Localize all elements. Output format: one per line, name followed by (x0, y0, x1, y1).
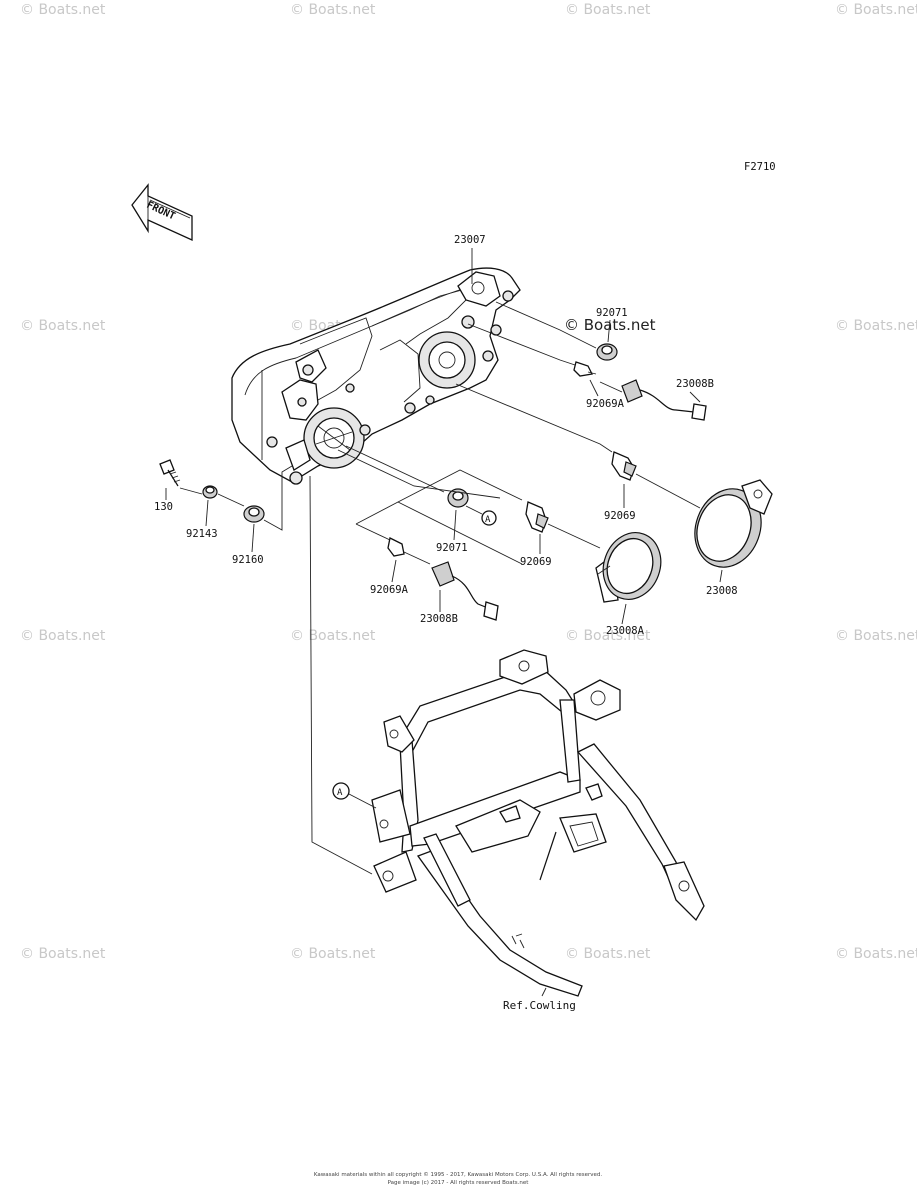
footer-page-credit: Page image (c) 2017 - All rights reserve… (388, 1180, 530, 1186)
part-23008B-right: 23008B (599, 378, 714, 421)
part-92069A-right: 92069A (467, 323, 625, 410)
label-92071: 92071 (436, 542, 468, 554)
watermark-overlay: © Boats.net (564, 316, 656, 334)
label-130: 130 (154, 501, 173, 513)
headlight-bracket (371, 649, 705, 997)
label-92160: 92160 (232, 554, 264, 566)
part-92143-collar: 92143 (186, 485, 245, 540)
ref-cowling-leader (541, 987, 547, 997)
callout-A-bottom: A (337, 788, 343, 798)
callout-A-bracket: A (332, 782, 377, 809)
label-92069A-right: 92069A (586, 398, 625, 410)
part-92071-top: 92071 (495, 301, 628, 361)
label-23008A: 23008A (606, 625, 645, 637)
label-92143: 92143 (186, 528, 218, 540)
watermark: © Boats.net (835, 628, 917, 644)
headlight-assembly (231, 267, 521, 485)
watermark: © Boats.net (20, 628, 106, 644)
watermark: © Boats.net (565, 628, 651, 644)
watermark: © Boats.net (835, 318, 917, 334)
part-23008B-left: 23008B (420, 561, 499, 625)
label-92069-left: 92069 (520, 556, 552, 568)
watermark: © Boats.net (290, 2, 376, 18)
figure-code: F2710 (744, 161, 776, 173)
watermark: © Boats.net (565, 946, 651, 962)
watermark: © Boats.net (290, 946, 376, 962)
label-92071-top: 92071 (596, 307, 628, 319)
label-92069-right: 92069 (604, 510, 636, 522)
watermark: © Boats.net (20, 946, 106, 962)
label-23007: 23007 (454, 234, 486, 246)
front-direction-arrow: FRONT (131, 183, 193, 242)
part-92069-left: 92069 (520, 501, 601, 568)
watermark: © Boats.net (20, 318, 106, 334)
guide-line-bulb (337, 449, 501, 499)
label-23008: 23008 (706, 585, 738, 597)
guide-lines (355, 469, 523, 565)
leader-line-bracket (309, 475, 373, 875)
part-23008A-cap: 23008A (595, 532, 662, 637)
footer-copyright: Kawasaki materials within all copyright … (314, 1171, 602, 1178)
callout-A-top: A (485, 515, 491, 525)
label-92069A-left: 92069A (370, 584, 409, 596)
part-92069A-left: 92069A (355, 523, 431, 596)
label-23008B-right: 23008B (676, 378, 714, 390)
watermark: © Boats.net (290, 628, 376, 644)
part-130-bolt: 130 (154, 459, 203, 513)
watermark-layer: © Boats.net © Boats.net © Boats.net © Bo… (20, 2, 917, 962)
watermark: © Boats.net (835, 2, 917, 18)
callout-A-circle-top (481, 510, 497, 526)
part-23008-cap: 23008 (694, 479, 773, 597)
part-92069-right: 92069 (455, 383, 701, 522)
part-92160-damper: 92160 (232, 465, 293, 566)
watermark: © Boats.net (20, 2, 106, 18)
part-92071-grommet: 92071 A (345, 445, 497, 554)
watermark: © Boats.net (835, 946, 917, 962)
watermark: © Boats.net (565, 2, 651, 18)
label-23008B-left: 23008B (420, 613, 458, 625)
ref-cowling-label: Ref.Cowling (503, 999, 576, 1012)
